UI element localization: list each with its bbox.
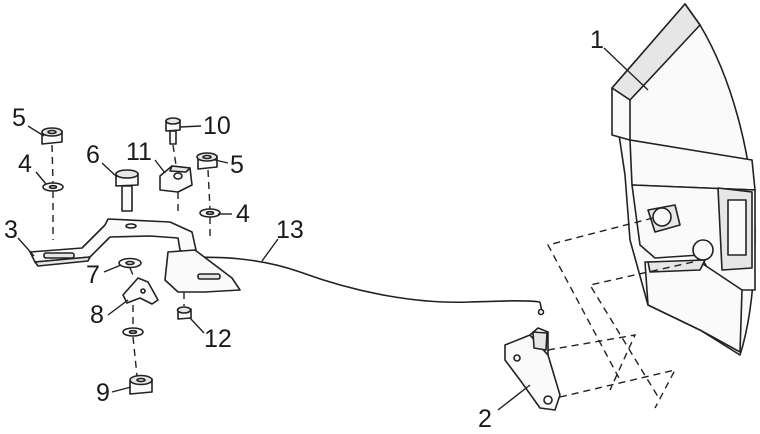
part-13-cable <box>182 256 545 316</box>
callout-12: 12 <box>204 325 232 353</box>
part-3-mounting-bracket <box>29 218 241 293</box>
callout-5-right: 5 <box>230 151 244 179</box>
callout-2: 2 <box>478 405 492 433</box>
hardware-alignment-lines <box>51 144 211 377</box>
callout-10: 10 <box>203 112 231 140</box>
callout-8: 8 <box>90 301 104 329</box>
part-2-bracket <box>504 327 561 411</box>
washer-lower <box>122 327 144 337</box>
callout-13: 13 <box>276 216 304 244</box>
part-9-nut <box>129 374 153 395</box>
part-5-nut-left <box>41 127 63 145</box>
callout-5-left: 5 <box>12 104 26 132</box>
callout-labels: 1 2 3 4 4 5 5 6 7 8 9 10 11 12 13 <box>4 26 604 433</box>
part-7-washer <box>118 257 142 269</box>
part-1-housing <box>611 3 756 356</box>
callout-4-left: 4 <box>18 150 32 178</box>
callout-7: 7 <box>86 261 100 289</box>
callout-1: 1 <box>590 26 604 54</box>
part-4-washer-right <box>199 208 221 218</box>
part-8-clip <box>122 277 159 305</box>
assembly-guide-lines <box>546 217 694 409</box>
part-6-bolt <box>115 169 139 229</box>
callout-9: 9 <box>96 379 110 407</box>
part-12-nut <box>176 306 192 320</box>
callout-11: 11 <box>126 138 152 166</box>
callout-3: 3 <box>4 216 18 244</box>
part-10-screw <box>165 117 181 145</box>
part-5-nut-right <box>196 152 218 170</box>
leader-lines <box>17 47 649 411</box>
callout-4-right: 4 <box>236 200 250 228</box>
part-11-clamp <box>159 165 193 193</box>
part-4-washer-left <box>42 182 64 192</box>
callout-6: 6 <box>86 141 100 169</box>
